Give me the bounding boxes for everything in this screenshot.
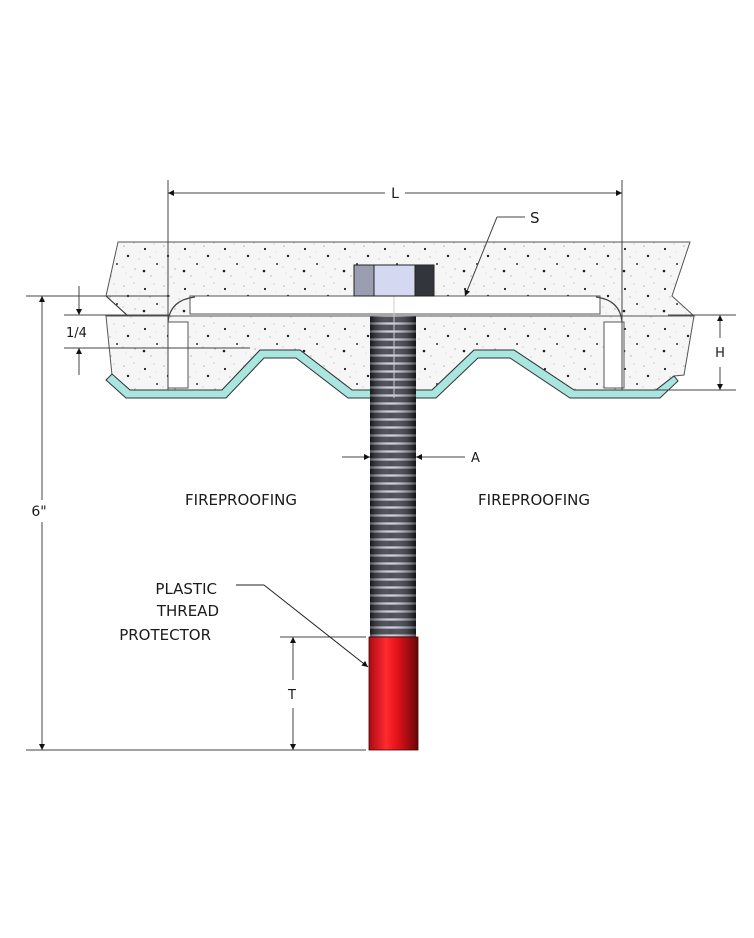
plastic-thread-protector: [368, 636, 419, 751]
label-t: T: [287, 688, 296, 703]
steel-deck: [105, 349, 679, 399]
right-anchor-channel: [595, 296, 625, 389]
dimension-l: [167, 180, 623, 390]
label-a: A: [471, 451, 480, 466]
label-l: L: [391, 186, 399, 202]
label-fireproofing-right: FIREPROOFING: [478, 491, 590, 509]
threaded-stud: [370, 296, 416, 638]
label-protector-line3: PROTECTOR: [119, 626, 211, 644]
label-protector-line1: PLASTIC: [155, 580, 217, 598]
label-total: 6": [31, 504, 46, 520]
label-fireproofing-left: FIREPROOFING: [185, 491, 297, 509]
void-gap: [189, 295, 601, 315]
dimension-total: [26, 296, 366, 751]
leader-protector: [236, 584, 369, 668]
dimension-h: [655, 314, 736, 391]
dimension-quarter: [26, 286, 250, 375]
leader-s: [464, 216, 525, 297]
label-quarter: 1/4: [66, 326, 87, 341]
nut: [353, 264, 435, 297]
label-s: S: [530, 209, 540, 227]
label-protector-line2: THREAD: [156, 602, 219, 620]
label-h: H: [715, 346, 725, 361]
dimension-t: [280, 636, 366, 750]
